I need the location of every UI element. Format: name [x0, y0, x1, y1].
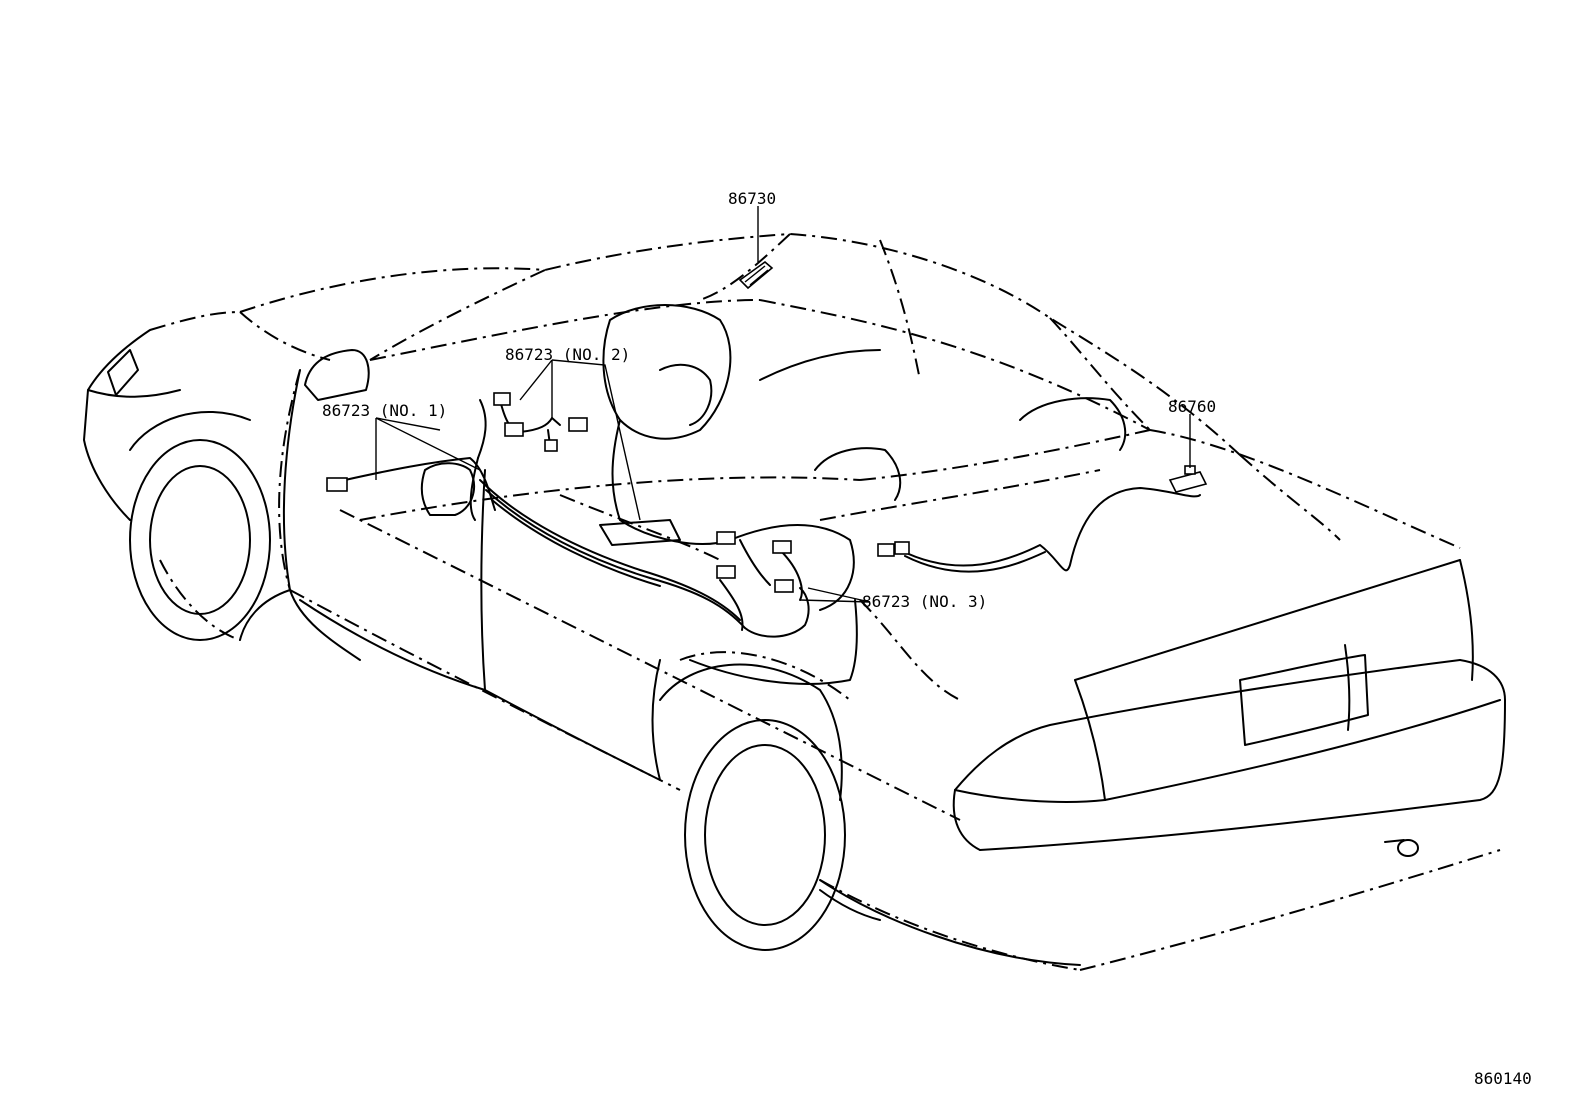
car-body-outline	[149, 233, 1501, 971]
roof-switch-component	[738, 260, 774, 290]
connector-rear-a	[877, 543, 895, 557]
figure-id: 860140	[1474, 1069, 1532, 1088]
callout-86760: 86760	[1168, 397, 1217, 416]
wire-harnesses	[344, 399, 1201, 638]
rear-component-86760	[1168, 471, 1208, 493]
connector-no3-c	[716, 565, 736, 579]
callout-86723-no2: 86723 (NO. 2)	[505, 345, 631, 364]
car-body-solid	[83, 304, 1506, 966]
connector-rear-b	[894, 541, 910, 555]
connector-no2-c	[544, 439, 558, 452]
connectors	[326, 392, 1208, 593]
callout-86723-no3: 86723 (NO. 3)	[862, 592, 988, 611]
connector-no3-b	[772, 540, 792, 554]
callout-86730: 86730	[728, 189, 777, 208]
leader-lines	[375, 206, 1191, 603]
callout-86723-no1: 86723 (NO. 1)	[322, 401, 448, 420]
connector-no3-a	[716, 531, 736, 545]
connector-no1-upper	[493, 392, 511, 406]
connector-no1-front	[326, 477, 348, 492]
connector-no3-d	[774, 579, 794, 593]
connector-no2-b	[568, 417, 588, 432]
connector-no2-a	[504, 422, 524, 437]
